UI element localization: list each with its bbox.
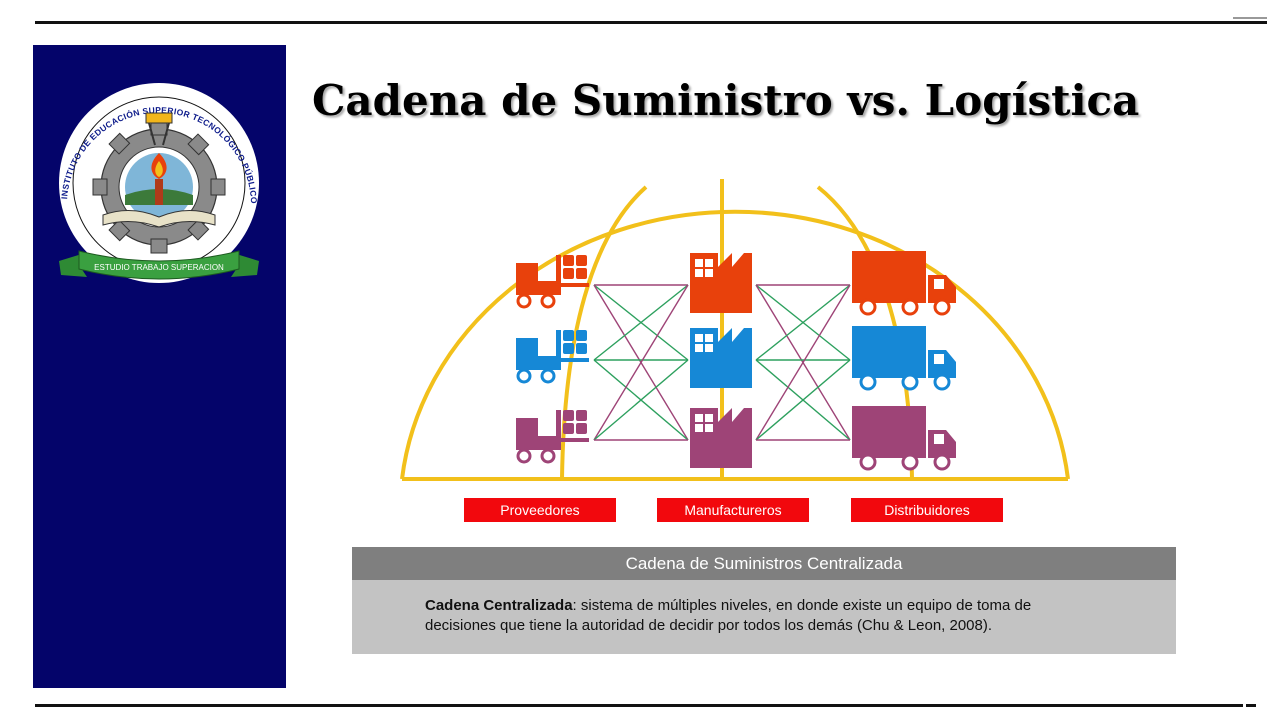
forklift-icon <box>516 410 589 464</box>
top-rule <box>35 21 1267 24</box>
slide-title: Cadena de Suministro vs. Logística <box>312 76 1140 125</box>
factory-icon <box>690 253 752 313</box>
truck-icon <box>852 326 956 391</box>
label-manufactureros: Manufactureros <box>657 498 809 522</box>
caption-header: Cadena de Suministros Centralizada <box>352 547 1176 580</box>
factory-icon <box>690 328 752 388</box>
forklift-icon <box>516 330 589 384</box>
bottom-rule <box>35 704 1243 707</box>
torch-icon <box>125 153 193 221</box>
supply-chain-diagram <box>352 175 1176 495</box>
caption-panel: Cadena de Suministros Centralizada Caden… <box>352 547 1176 654</box>
ribbon-text: ESTUDIO TRABAJO SUPERACION <box>94 263 224 272</box>
book-icon <box>102 210 216 228</box>
caption-body: Cadena Centralizada: sistema de múltiple… <box>425 596 1105 636</box>
caption-term: Cadena Centralizada <box>425 597 573 614</box>
bottom-rule-end <box>1246 704 1256 707</box>
truck-icon <box>852 251 956 316</box>
factory-icon <box>690 408 752 468</box>
ribbon-banner: ESTUDIO TRABAJO SUPERACION <box>59 250 259 280</box>
label-distribuidores: Distribuidores <box>851 498 1003 522</box>
institution-logo: INSTITUTO DE EDUCACIÓN SUPERIOR TECNOLÓG… <box>33 65 259 283</box>
label-proveedores: Proveedores <box>464 498 616 522</box>
caption-definition: : sistema de múltiples niveles, en donde… <box>425 597 1032 634</box>
tower-icon <box>145 112 173 146</box>
truck-icon <box>852 406 956 471</box>
sidebar-panel: INSTITUTO DE EDUCACIÓN SUPERIOR TECNOLÓG… <box>33 45 286 688</box>
top-rule-end <box>1233 17 1267 19</box>
links-manufacturers-distributors <box>755 284 851 441</box>
forklift-icon <box>516 255 589 309</box>
links-suppliers-manufacturers <box>593 284 689 441</box>
